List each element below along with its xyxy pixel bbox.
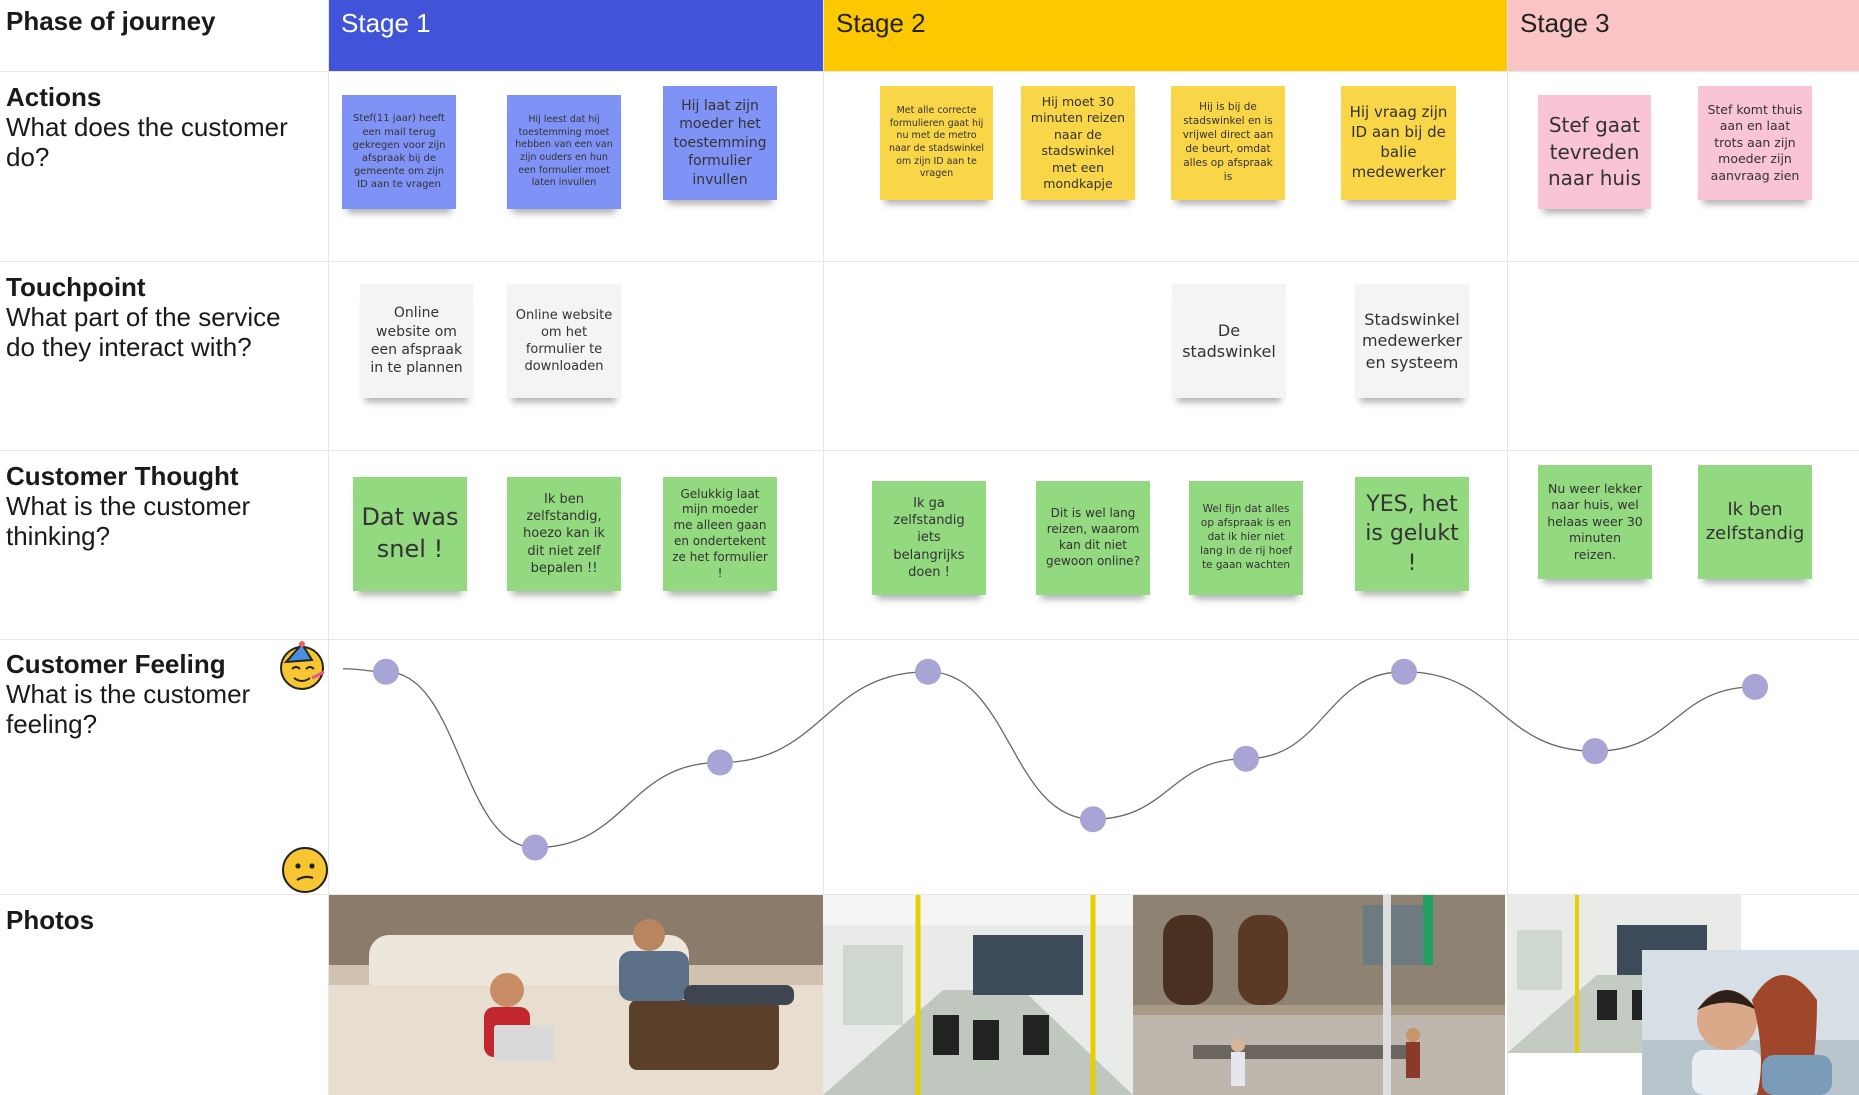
- metro-interior-photo: [823, 895, 1133, 1095]
- feeling-point[interactable]: [1391, 658, 1417, 685]
- row-title: Touchpoint: [6, 272, 146, 302]
- row-subtitle: What is the customer thinking?: [6, 491, 251, 551]
- actions-row-header: Actions What does the customer do?: [6, 82, 306, 172]
- feeling-row-header: Customer Feeling What is the customer fe…: [6, 649, 276, 739]
- action-note[interactable]: Hij vraag zijn ID aan bij de balie medew…: [1341, 86, 1456, 200]
- phase-row-header: Phase of journey: [6, 6, 306, 36]
- row-title: Customer Feeling: [6, 649, 226, 679]
- confused-face-icon: [282, 847, 328, 893]
- row-subtitle: What is the customer feeling?: [6, 679, 251, 739]
- column-divider: [1507, 0, 1508, 1095]
- feeling-point[interactable]: [1742, 673, 1768, 700]
- row-divider: [0, 639, 1859, 640]
- feeling-point[interactable]: [1080, 806, 1106, 833]
- row-title: Customer Thought: [6, 461, 239, 491]
- photos-row-header: Photos: [6, 905, 306, 935]
- action-note[interactable]: Hij moet 30 minuten reizen naar de stads…: [1021, 86, 1135, 200]
- touchpoint-note[interactable]: De stadswinkel: [1172, 284, 1286, 398]
- row-title: Photos: [6, 905, 95, 935]
- row-title: Actions: [6, 82, 102, 112]
- thought-note[interactable]: Gelukkig laat mijn moeder me alleen gaan…: [663, 477, 777, 591]
- mother-and-son-photo: [1642, 950, 1859, 1095]
- stage-3-header: Stage 3: [1508, 0, 1859, 71]
- thought-note[interactable]: Wel fijn dat alles op afspraak is en dat…: [1189, 481, 1303, 595]
- thought-note[interactable]: Ik ga zelfstandig iets belangrijks doen …: [872, 481, 986, 595]
- action-note[interactable]: Stef komt thuis aan en laat trots aan zi…: [1698, 86, 1812, 200]
- row-title: Phase of journey: [6, 6, 216, 36]
- feeling-point[interactable]: [915, 658, 941, 685]
- row-divider: [0, 261, 1859, 262]
- column-divider: [823, 0, 824, 1095]
- action-note[interactable]: Hij leest dat hij toestemming moet hebbe…: [507, 95, 621, 209]
- stage-label: Stage 2: [836, 8, 926, 38]
- child-on-couch-with-laptop-photo: [329, 895, 823, 1095]
- feeling-curve-line: [342, 668, 1756, 849]
- touchpoint-note[interactable]: Online website om een afspraak in te pla…: [360, 284, 473, 398]
- touchpoint-note[interactable]: Stadswinkel medewerker en systeem: [1355, 284, 1469, 398]
- row-divider: [0, 71, 1859, 72]
- feeling-point[interactable]: [1233, 745, 1259, 772]
- feeling-point[interactable]: [522, 834, 548, 861]
- thought-note[interactable]: Dit is wel lang reizen, waarom kan dit n…: [1036, 481, 1150, 595]
- stage-label: Stage 1: [341, 8, 431, 38]
- action-note[interactable]: Hij is bij de stadswinkel en is vrijwel …: [1171, 86, 1285, 200]
- action-note[interactable]: Stef gaat tevreden naar huis: [1538, 95, 1651, 209]
- party-face-icon: [280, 641, 325, 690]
- feeling-point[interactable]: [707, 749, 733, 776]
- thought-note[interactable]: Dat was snel !: [353, 477, 467, 591]
- row-subtitle: What part of the service do they interac…: [6, 302, 281, 362]
- touchpoint-row-header: Touchpoint What part of the service do t…: [6, 272, 306, 362]
- action-note[interactable]: Met alle correcte formulieren gaat hij n…: [880, 86, 993, 200]
- action-note[interactable]: Stef(11 jaar) heeft een mail terug gekre…: [342, 95, 456, 209]
- row-divider: [0, 450, 1859, 451]
- thought-note[interactable]: Ik ben zelfstandig, hoezo kan ik dit nie…: [507, 477, 621, 591]
- touchpoint-note[interactable]: Online website om het formulier te downl…: [507, 284, 621, 398]
- action-note[interactable]: Hij laat zijn moeder het toestemming for…: [663, 86, 777, 200]
- stage-2-header: Stage 2: [824, 0, 1507, 71]
- thought-row-header: Customer Thought What is the customer th…: [6, 461, 306, 551]
- row-divider: [0, 894, 1859, 895]
- thought-note[interactable]: YES, het is gelukt !: [1355, 477, 1469, 591]
- feeling-point[interactable]: [373, 658, 399, 685]
- thought-note[interactable]: Nu weer lekker naar huis, wel helaas wee…: [1538, 465, 1652, 579]
- thought-note[interactable]: Ik ben zelfstandig: [1698, 465, 1812, 579]
- stadswinkel-entrance-photo: [1133, 895, 1505, 1095]
- stage-1-header: Stage 1: [329, 0, 823, 71]
- stage-label: Stage 3: [1520, 8, 1610, 38]
- row-subtitle: What does the customer do?: [6, 112, 288, 172]
- feeling-point[interactable]: [1582, 738, 1608, 765]
- column-divider: [328, 0, 329, 1095]
